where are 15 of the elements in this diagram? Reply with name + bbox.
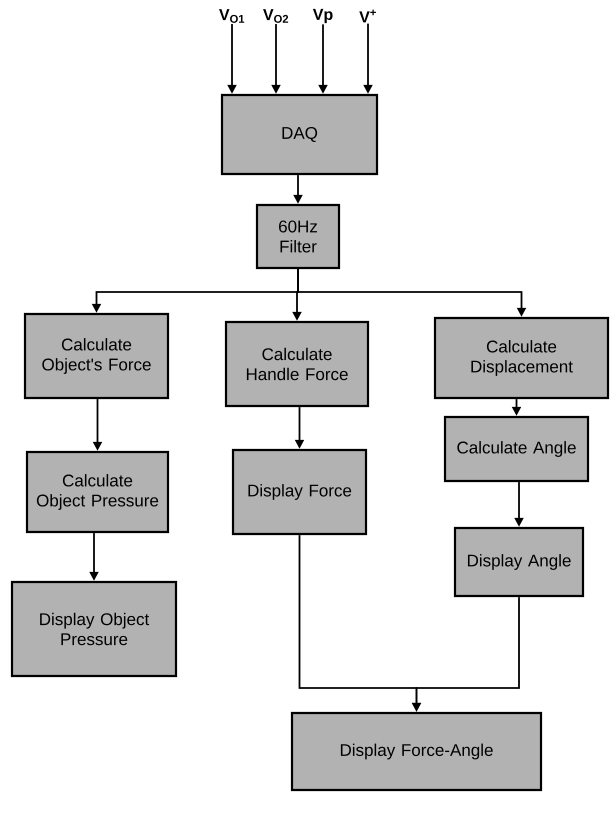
process-box: Display Force-Angle: [290, 712, 542, 792]
process-box: 60Hz Filter: [256, 204, 340, 270]
process-box: Display Angle: [454, 526, 584, 598]
signal-label: V$_{O1}$: [219, 9, 244, 23]
signal-label: Vp: [312, 8, 333, 24]
process-box: Calculate Object Pressure: [26, 450, 170, 534]
process-box: Calculate Displacement: [434, 316, 610, 400]
process-box: Calculate Angle: [444, 416, 590, 482]
process-box: DAQ: [220, 94, 378, 176]
signal-label: V$^{+}$: [359, 10, 376, 22]
process-box: Display Object Pressure: [10, 580, 178, 678]
process-box: Display Force: [232, 448, 368, 536]
process-box: Calculate Object's Force: [24, 312, 170, 400]
process-box: Calculate Handle Force: [224, 320, 370, 408]
signal-label: V$_{O2}$: [263, 9, 288, 23]
